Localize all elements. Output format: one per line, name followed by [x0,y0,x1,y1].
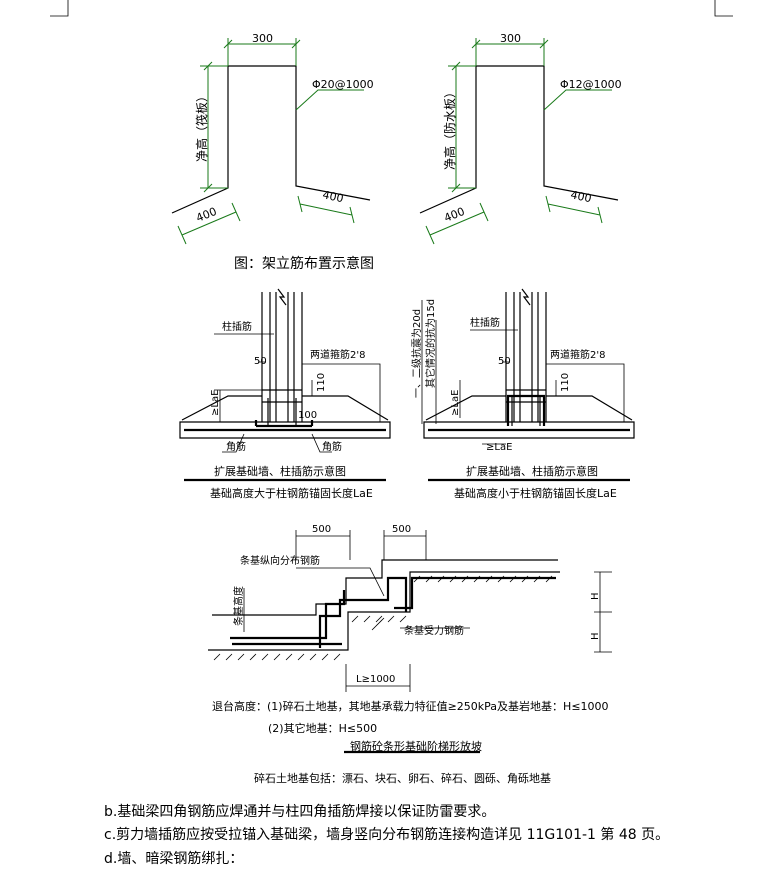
fig2-right-stirrups: 两道箍筋2'8 [550,348,605,361]
fig2-left-dim-110: 110 [316,373,327,392]
fig2-right-dim-110: 110 [560,373,571,392]
fig2-left-dim-100: 100 [298,410,317,421]
fig3-main-bar: 条基受力钢筋 [404,624,464,637]
fig2-right-title: 扩展基础墙、柱插筋示意图 [466,464,598,478]
fig1-right-dim-right: 400 [569,188,592,205]
fig2-left-corner2: 角筋 [322,440,342,453]
fig1-right-drawing [419,38,619,245]
fig2-left-title: 扩展基础墙、柱插筋示意图 [214,464,346,478]
fig3-H1: H [590,592,601,600]
fig1-right-height-label: 净高（防水板） [442,86,457,170]
fig1-left-rebar-label: Φ20@1000 [312,78,374,91]
fig1-caption: 图：架立筋布置示意图 [234,255,374,272]
fig1-right-rebar-label: Φ12@1000 [560,78,622,91]
fig1-left-dim-right: 400 [321,188,344,205]
fig2-left-col-bar: 柱插筋 [222,320,252,333]
fig2-left-dim-50: 50 [254,356,267,367]
fig2-left-subtitle: 基础高度大于柱钢筋锚固长度LaE [210,486,373,500]
fig1-left-drawing [171,38,371,245]
fig1-left-height-label: 净高（筏板） [194,90,209,162]
fig3-dist-bar: 条基纵向分布钢筋 [240,554,320,567]
fig1-right-dim-left: 400 [442,205,466,225]
fig2-right-note1: 一、二级抗震为20d [410,309,423,398]
fig2-right-drawing [421,288,635,482]
fig1-right-dim-top: 300 [500,32,521,45]
paragraph-d: d.墙、暗梁钢筋绑扎： [104,851,244,867]
fig3-note2: (2)其它地基：H≤500 [268,721,377,735]
page-corner-marks [50,0,733,17]
fig3-note3: 碎石土地基包括：漂石、块石、卵石、碎石、圆砾、角砾地基 [254,771,551,785]
fig1-left-dim-left: 400 [194,205,218,225]
fig2-left-drawing [179,288,391,482]
fig3-H2: H [590,632,601,640]
fig3-title: 钢筋砼条形基础阶梯形放坡 [350,739,482,753]
fig3-note1: 退台高度：(1)碎石土地基，其地基承载力特征值≥250kPa及基岩地基：H≤10… [212,699,609,713]
fig2-left-dim-lae: ≥LaE [210,390,221,416]
fig2-right-subtitle: 基础高度小于柱钢筋锚固长度LaE [454,486,617,500]
fig3-dim-500b: 500 [392,524,411,535]
fig3-dim-500a: 500 [312,524,331,535]
fig2-right-dim-lae2: ≥LaE [486,442,512,453]
fig2-right-note2: 其它情况的抗为15d [424,299,437,388]
fig2-right-col-bar: 柱插筋 [470,316,500,329]
fig2-left-stirrups: 两道箍筋2'8 [310,348,365,361]
fig3-L: L≥1000 [356,674,395,685]
fig2-left-corner1: 角筋 [226,440,246,453]
fig2-right-dim-50: 50 [498,356,511,367]
fig2-right-dim-lae: ≥LaE [450,390,461,416]
paragraph-b: b.基础梁四角钢筋应焊通并与柱四角插筋焊接以保证防雷要求。 [104,804,496,820]
construction-drawings: 300 Φ20@1000 净高（筏板） 400 400 300 Φ12@1000… [50,0,733,785]
fig3-base-h: 条基高度 [232,586,245,626]
fig1-left-dim-top: 300 [252,32,273,45]
fig3-drawing [208,530,612,754]
paragraph-c: c.剪力墙插筋应按受拉锚入基础梁，墙身竖向分布钢筋连接构造详见 11G101-1… [104,827,670,843]
